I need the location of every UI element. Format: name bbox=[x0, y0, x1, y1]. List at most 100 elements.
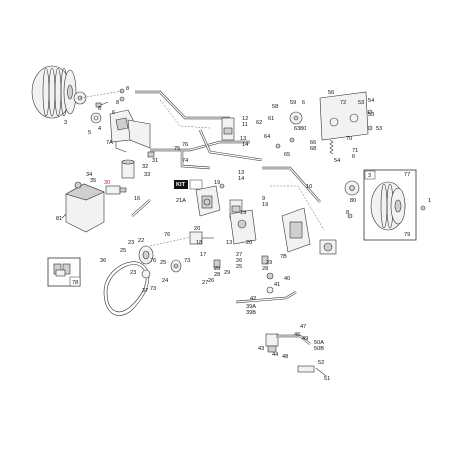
label-13c: 13 bbox=[226, 240, 232, 246]
label-19b: 19 bbox=[262, 202, 268, 208]
label-39b: 39B bbox=[246, 310, 256, 316]
label-33: 33 bbox=[144, 172, 150, 178]
label-19c: 19 bbox=[240, 210, 246, 216]
label-42: 42 bbox=[250, 296, 256, 302]
label-53b: 53 bbox=[368, 112, 374, 118]
disc-59 bbox=[289, 111, 303, 125]
label-74: 74 bbox=[182, 158, 188, 164]
label-14: 14 bbox=[242, 142, 248, 148]
label-68: 68 bbox=[310, 146, 316, 152]
label-40: 40 bbox=[284, 276, 290, 282]
tire-left bbox=[31, 65, 77, 119]
label-58: 58 bbox=[272, 104, 278, 110]
label-3: 3 bbox=[64, 120, 67, 126]
fitting-6 bbox=[95, 101, 109, 108]
label-27a: 27 bbox=[202, 280, 208, 286]
label-4: 4 bbox=[98, 126, 101, 132]
label-44: 44 bbox=[272, 352, 278, 358]
label-53c: 53 bbox=[376, 126, 382, 132]
actuator-50 bbox=[297, 365, 315, 373]
label-56: 56 bbox=[328, 90, 334, 96]
label-30: 30 bbox=[104, 180, 110, 186]
label-62: 62 bbox=[256, 120, 262, 126]
label-14b: 14 bbox=[238, 176, 244, 182]
label-7a: 7A bbox=[106, 140, 113, 146]
label-77: 77 bbox=[404, 172, 410, 178]
tire-inset bbox=[370, 181, 406, 231]
label-34: 34 bbox=[86, 172, 92, 178]
spring-54 bbox=[329, 139, 334, 155]
label-36: 36 bbox=[100, 258, 106, 264]
belt-38 bbox=[103, 261, 150, 316]
label-29: 29 bbox=[224, 270, 230, 276]
label-39a: 39A bbox=[246, 304, 256, 310]
label-66: 66 bbox=[310, 140, 316, 146]
panel-56 bbox=[319, 91, 369, 141]
disc-80 bbox=[344, 180, 360, 196]
label-61: 61 bbox=[268, 116, 274, 122]
label-47: 47 bbox=[300, 324, 306, 330]
bearing-4 bbox=[90, 112, 102, 124]
label-10: 10 bbox=[306, 184, 312, 190]
label-28a: 28 bbox=[214, 272, 220, 278]
label-5: 5 bbox=[88, 130, 91, 136]
solenoid-box bbox=[65, 181, 105, 233]
label-16: 16 bbox=[134, 196, 140, 202]
label-78: 78 bbox=[72, 280, 78, 286]
label-29b: 29 bbox=[266, 260, 272, 266]
label-6c: 6 bbox=[352, 154, 355, 160]
label-73b: 73 bbox=[150, 286, 156, 292]
cylinder-33 bbox=[121, 159, 135, 179]
label-73a: 73 bbox=[184, 258, 190, 264]
pulley-73 bbox=[170, 259, 182, 273]
label-8a: 8 bbox=[126, 86, 129, 92]
label-24: 24 bbox=[162, 278, 168, 284]
label-1: 1 bbox=[428, 198, 431, 204]
label-28b: 28 bbox=[262, 266, 268, 272]
label-76b: 76 bbox=[164, 232, 170, 238]
label-81: 81 bbox=[56, 216, 62, 222]
label-48: 48 bbox=[282, 354, 288, 360]
label-32: 32 bbox=[142, 164, 148, 170]
label-22: 22 bbox=[138, 238, 144, 244]
label-23a: 23 bbox=[128, 240, 134, 246]
callout-labels: 3 4 5 6 7A 8 8 6 12 11 13 14 76 75 74 31… bbox=[56, 86, 431, 382]
label-41: 41 bbox=[274, 282, 280, 288]
label-20b: 20 bbox=[246, 240, 252, 246]
label-23b: 23 bbox=[130, 270, 136, 276]
label-49: 49 bbox=[302, 336, 308, 342]
label-13a: 13 bbox=[240, 136, 246, 142]
label-59: 59 bbox=[290, 100, 296, 106]
label-9: 9 bbox=[262, 196, 265, 202]
label-52: 52 bbox=[318, 360, 324, 366]
label-63: 63 bbox=[294, 126, 300, 132]
pulley-22 bbox=[138, 245, 154, 265]
label-8c: 8 bbox=[346, 210, 349, 216]
label-65: 65 bbox=[284, 152, 290, 158]
label-26: 26 bbox=[208, 278, 214, 284]
label-75: 75 bbox=[174, 146, 180, 152]
label-31: 31 bbox=[152, 158, 158, 164]
label-17: 17 bbox=[200, 252, 206, 258]
bolt-8 bbox=[119, 88, 125, 102]
label-76c: 76 bbox=[150, 258, 156, 264]
bracket-7a bbox=[109, 109, 151, 149]
label-64: 64 bbox=[264, 134, 270, 140]
label-50a: 50A bbox=[314, 340, 324, 346]
bracket-7b bbox=[281, 207, 311, 253]
label-76a: 76 bbox=[182, 142, 188, 148]
label-13b: 13 bbox=[238, 170, 244, 176]
solenoid-30 bbox=[105, 185, 127, 195]
inset-78-frame bbox=[47, 257, 81, 287]
label-79: 79 bbox=[404, 232, 410, 238]
motor-6 bbox=[229, 209, 257, 245]
label-18: 18 bbox=[196, 240, 202, 246]
label-7b: 7B bbox=[280, 254, 287, 260]
label-25d: 25 bbox=[236, 264, 242, 270]
kit-box bbox=[174, 180, 188, 189]
label-19a: 19 bbox=[214, 180, 220, 186]
label-53a: 53 bbox=[358, 100, 364, 106]
label-8b: 8 bbox=[116, 100, 119, 106]
